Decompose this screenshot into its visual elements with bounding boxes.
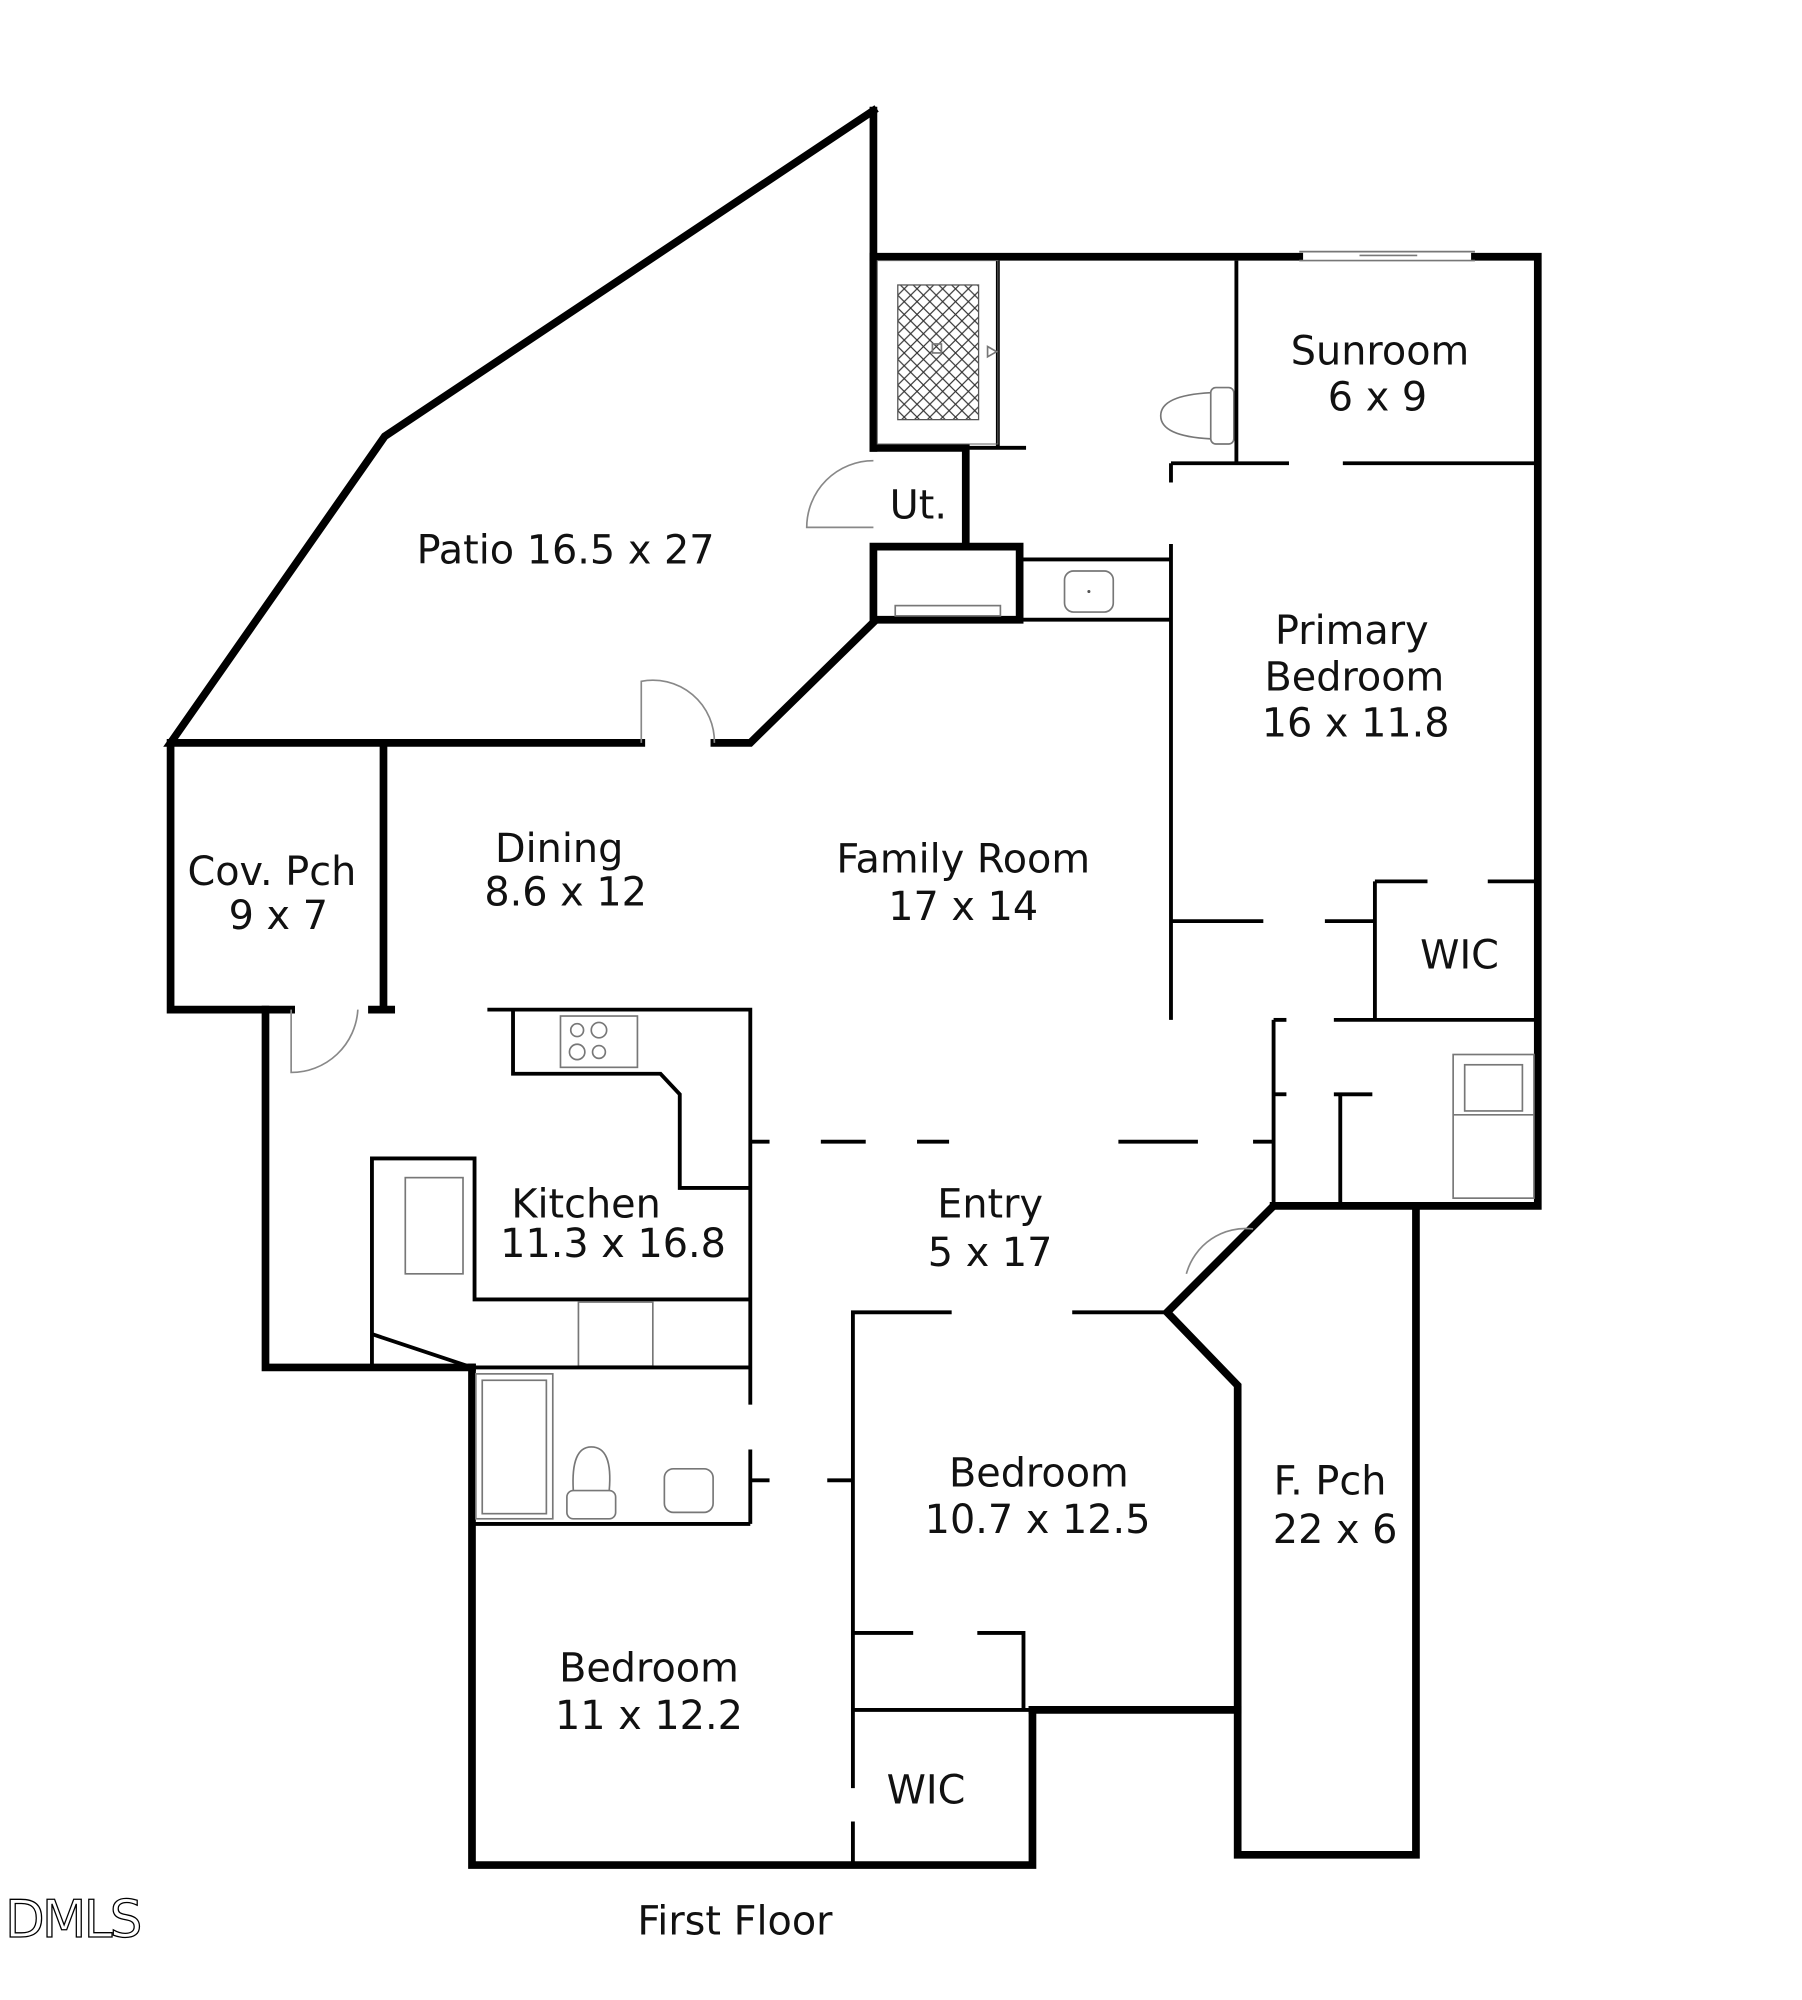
patio-label: Patio 16.5 x 27 [417,527,715,573]
kitchen-name: Kitchen [511,1181,660,1227]
dining-dims: 8.6 x 12 [484,870,647,916]
bedroom-3-dims: 11 x 12.2 [555,1693,743,1739]
front-porch-dims: 22 x 6 [1273,1507,1398,1553]
floor-title: First Floor [637,1898,833,1944]
primary-bedroom-name-1: Primary [1275,608,1429,654]
kitchen-dims: 11.3 x 16.8 [500,1221,726,1267]
covered-porch-dims: 9 x 7 [229,893,328,939]
entry-name: Entry [937,1181,1043,1227]
dining-name: Dining [495,826,623,872]
bedroom-2-dims: 10.7 x 12.5 [925,1497,1151,1543]
primary-bedroom-dims: 16 x 11.8 [1262,700,1450,746]
west-walls [166,679,1037,1869]
east-walls [850,1200,1420,1866]
primary-wic-label: WIC [1420,933,1499,979]
family-room-dims: 17 x 14 [888,884,1038,930]
utility-label: Ut. [890,482,947,528]
exterior-walls [805,250,1542,1210]
primary-bedroom-name-2: Bedroom [1264,654,1444,700]
family-room-name: Family Room [836,836,1090,882]
entry-dims: 5 x 17 [928,1230,1053,1276]
bedroom-2-name: Bedroom [949,1451,1129,1497]
bedroom-3-name: Bedroom [559,1646,739,1692]
covered-porch-name: Cov. Pch [187,849,356,895]
patio-outline [163,105,879,747]
sunroom-dims: 6 x 9 [1328,375,1427,421]
sunroom-name: Sunroom [1291,328,1469,374]
mls-logo: DMLS [5,1890,140,1950]
bedroom-3-wic-label: WIC [887,1768,966,1814]
front-porch-name: F. Pch [1274,1458,1387,1504]
